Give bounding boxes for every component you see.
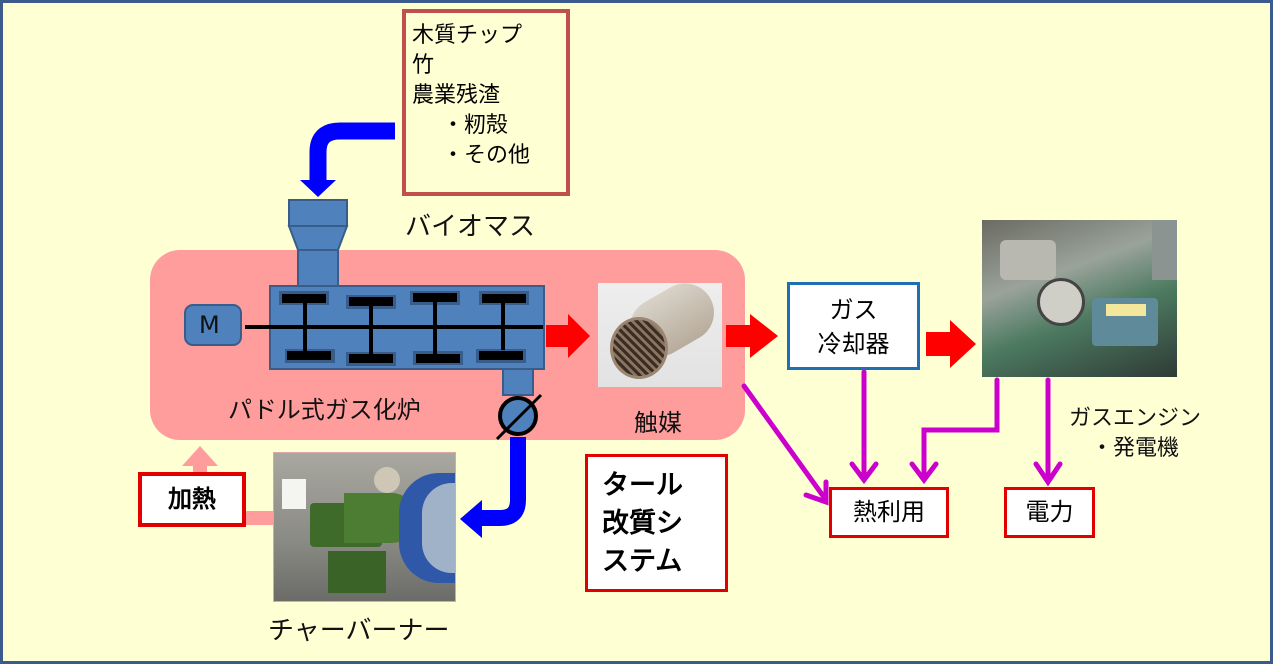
paddles bbox=[279, 291, 529, 366]
tar-system-line: ステム bbox=[602, 546, 683, 577]
biomass-feed-arrow-head bbox=[300, 180, 336, 197]
gas-engine-photo bbox=[982, 220, 1177, 377]
gas-arrow-1 bbox=[546, 314, 590, 358]
biomass-feed-arrow bbox=[309, 122, 395, 180]
catalyst-photo bbox=[598, 283, 722, 387]
motor-box bbox=[184, 304, 242, 346]
hopper-top bbox=[288, 199, 348, 227]
engine-label-line: ・発電機 bbox=[1091, 436, 1180, 461]
hopper-taper bbox=[287, 225, 349, 251]
tar-system-box: タール 改質シ ステム bbox=[585, 454, 728, 592]
heat-flow-lines bbox=[741, 369, 1063, 506]
hopper-neck bbox=[297, 249, 339, 287]
heating-label: 加熱 bbox=[168, 485, 216, 513]
power-box: 電力 bbox=[1004, 487, 1095, 538]
discharge-chute bbox=[502, 368, 534, 396]
biomass-label: バイオマス bbox=[405, 212, 536, 242]
tar-system-line: タール bbox=[602, 470, 683, 501]
engine-label: ガスエンジン ・発電機 bbox=[1069, 404, 1201, 464]
heating-arrow-head bbox=[182, 446, 218, 466]
motor-label: M bbox=[199, 311, 220, 339]
heat-use-label: 熱利用 bbox=[853, 498, 925, 526]
char-burner-label: チャーバーナー bbox=[268, 616, 450, 646]
tar-system-line: 改質シ bbox=[602, 508, 683, 539]
gas-cooler-line: ガス bbox=[829, 296, 878, 324]
rotary-valve-slash bbox=[495, 393, 543, 441]
gas-cooler-line: 冷却器 bbox=[817, 330, 890, 358]
gas-arrow-2 bbox=[726, 314, 778, 358]
gas-arrow-3 bbox=[926, 320, 976, 368]
catalyst-honeycomb bbox=[610, 317, 668, 379]
biomass-list-box: 木質チップ 竹 農業残渣 ・籾殻 ・その他 bbox=[402, 9, 570, 196]
biomass-item: 木質チップ bbox=[412, 23, 523, 48]
engine-label-line: ガスエンジン bbox=[1069, 406, 1202, 431]
biomass-item: ・その他 bbox=[442, 143, 531, 168]
heat-use-box: 熱利用 bbox=[829, 487, 949, 538]
char-feed-arrow bbox=[480, 437, 526, 526]
heating-box: 加熱 bbox=[138, 472, 246, 527]
biomass-item: 農業残渣 bbox=[412, 83, 501, 108]
biomass-item: ・籾殻 bbox=[442, 113, 509, 138]
power-label: 電力 bbox=[1025, 498, 1074, 526]
biomass-item: 竹 bbox=[412, 53, 435, 78]
char-feed-arrow-head bbox=[460, 500, 482, 538]
gas-cooler-box: ガス 冷却器 bbox=[787, 282, 920, 370]
catalyst-label: 触媒 bbox=[634, 409, 682, 437]
gasifier-label: パドル式ガス化炉 bbox=[228, 396, 421, 424]
char-burner-photo bbox=[273, 452, 456, 602]
